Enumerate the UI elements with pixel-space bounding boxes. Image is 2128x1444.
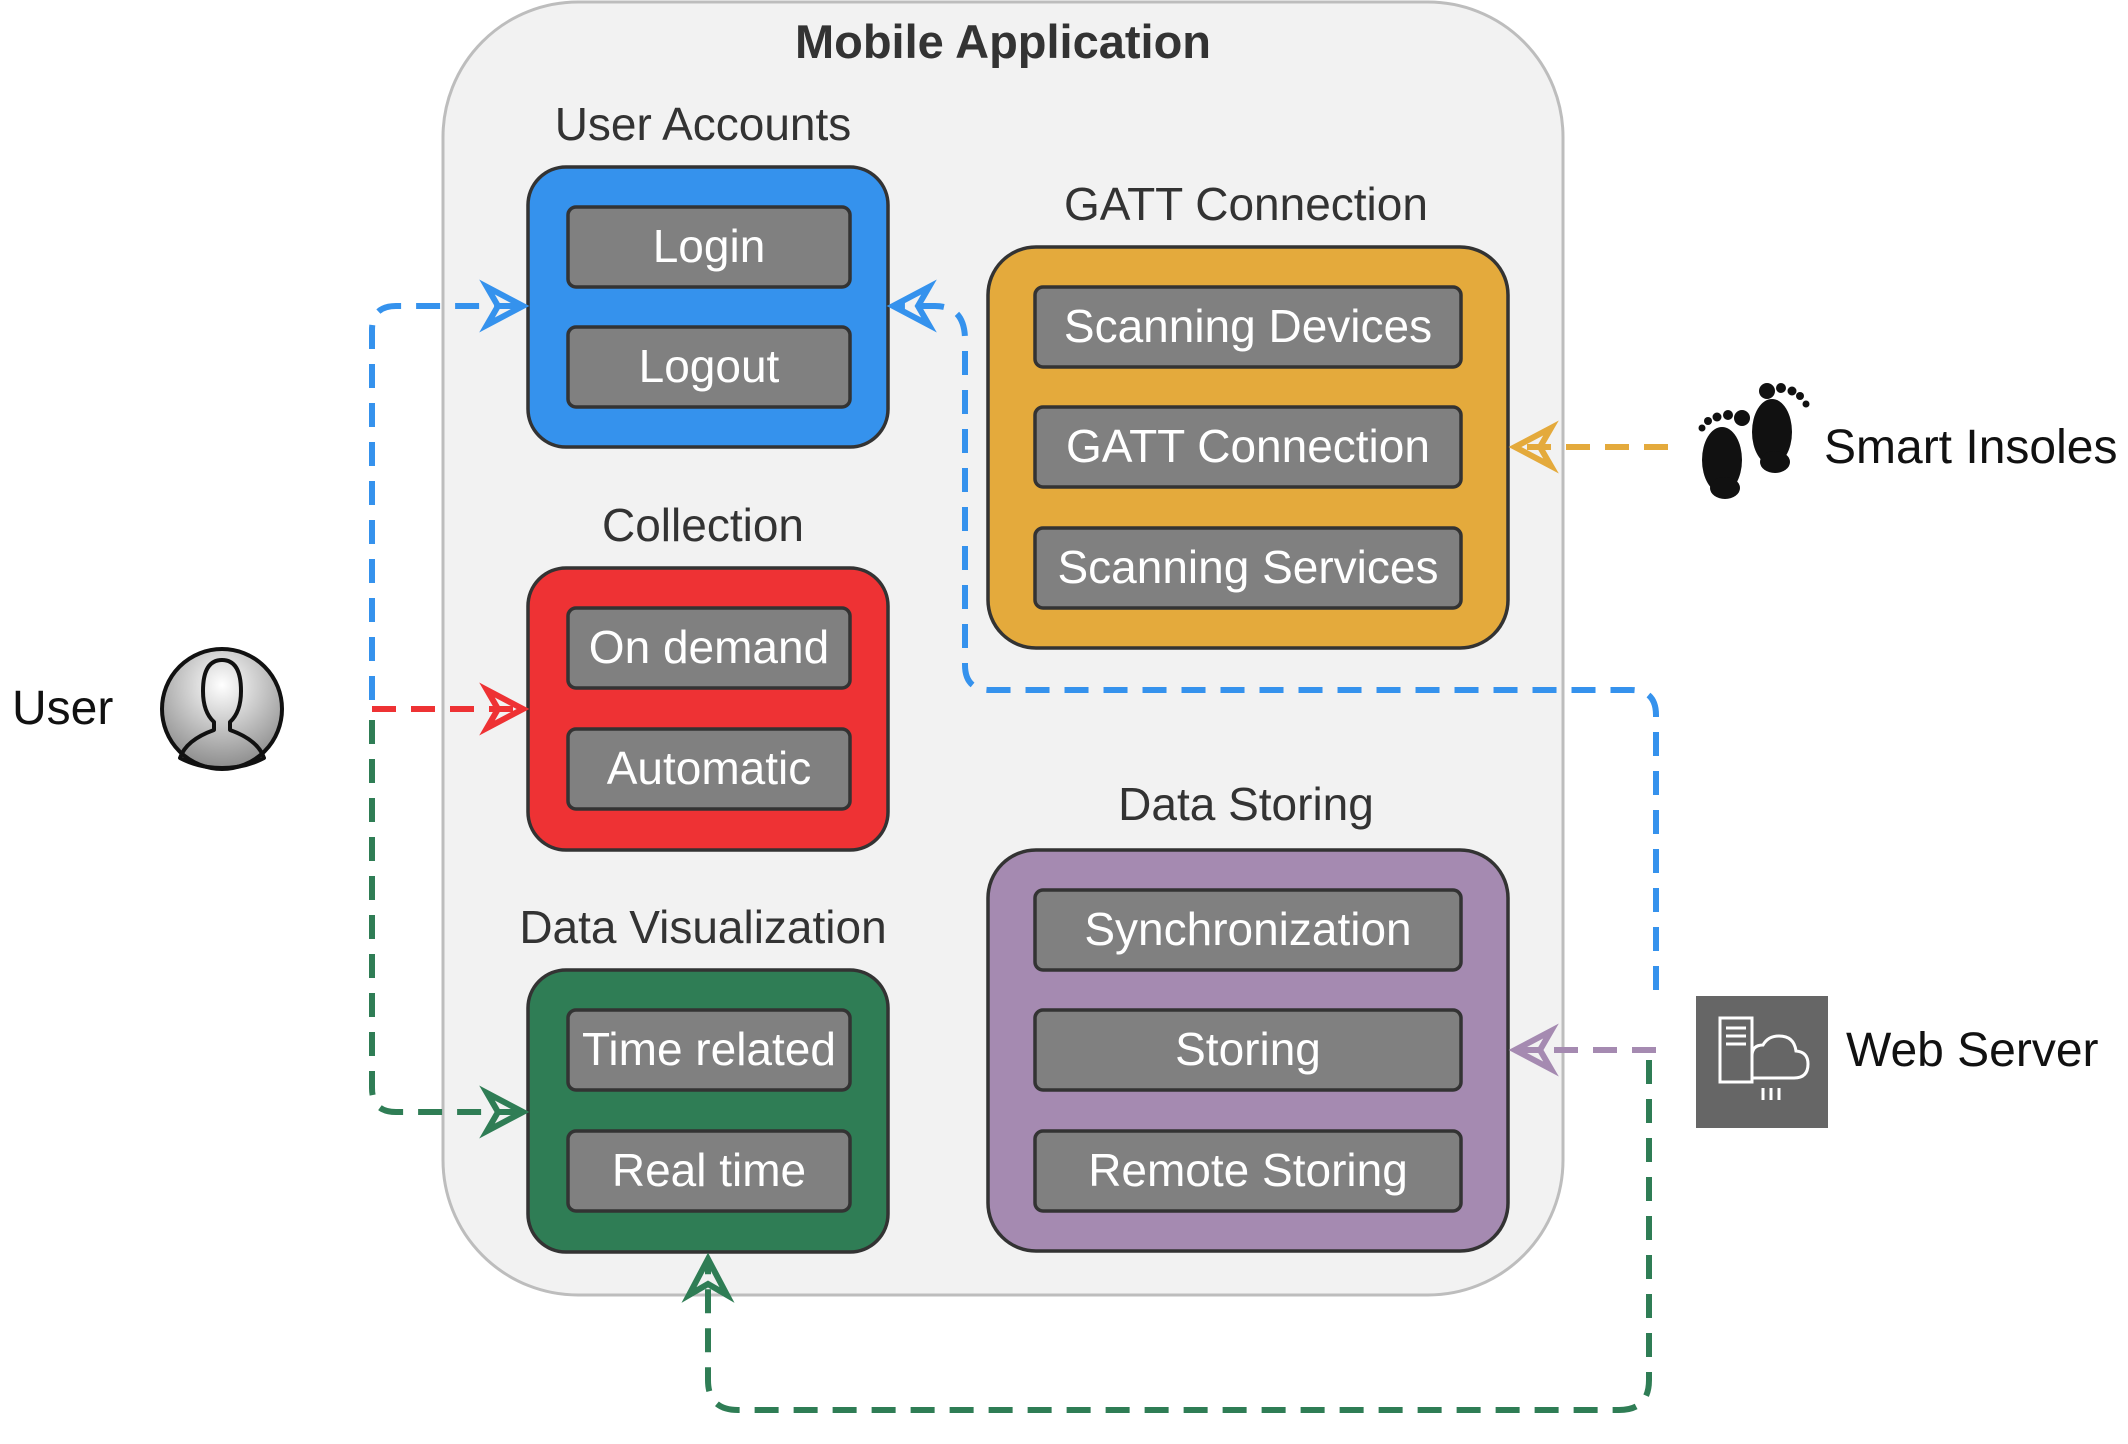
group-collection: Collection On demand Automatic <box>526 499 890 852</box>
svg-text:Scanning Devices: Scanning Devices <box>1064 300 1432 352</box>
svg-text:Automatic: Automatic <box>607 742 812 794</box>
connector-web-server-to-data-visualization <box>705 1060 1652 1413</box>
external-smart-insoles: Smart Insoles <box>1698 383 2117 499</box>
connector-user-to-user-accounts <box>369 303 520 700</box>
svg-text:Synchronization: Synchronization <box>1084 903 1411 955</box>
group-title-data-visualization: Data Visualization <box>519 901 886 953</box>
web-server-label: Web Server <box>1846 1024 2099 1077</box>
user-label: User <box>12 682 113 735</box>
group-title-gatt-connection: GATT Connection <box>1064 178 1428 230</box>
svg-text:GATT Connection: GATT Connection <box>1066 420 1430 472</box>
connector-user-to-data-visualization <box>369 720 520 1115</box>
item-synchronization: Synchronization <box>1033 888 1463 972</box>
group-data-visualization: Data Visualization Time related Real tim… <box>519 901 890 1254</box>
arrow-head-data-visualization-bottom <box>681 1252 735 1303</box>
svg-text:Time related: Time related <box>582 1023 836 1075</box>
external-web-server: Web Server <box>1696 996 2099 1128</box>
footprints-icon <box>1698 383 1810 499</box>
svg-text:Remote Storing: Remote Storing <box>1088 1144 1408 1196</box>
item-real-time: Real time <box>566 1129 852 1213</box>
item-time-related: Time related <box>566 1008 852 1092</box>
connector-web-server-to-user-accounts <box>896 303 1659 990</box>
external-user: User <box>12 647 284 771</box>
item-gatt-connection: GATT Connection <box>1033 405 1463 489</box>
svg-text:Logout: Logout <box>639 340 780 392</box>
item-login: Login <box>566 205 852 289</box>
user-avatar-icon <box>160 647 284 771</box>
svg-text:Storing: Storing <box>1175 1023 1321 1075</box>
item-remote-storing: Remote Storing <box>1033 1129 1463 1213</box>
svg-text:Real time: Real time <box>612 1144 806 1196</box>
svg-text:Scanning Services: Scanning Services <box>1058 541 1439 593</box>
item-scanning-devices: Scanning Devices <box>1033 285 1463 369</box>
group-gatt-connection: GATT Connection Scanning Devices GATT Co… <box>986 178 1510 650</box>
item-on-demand: On demand <box>566 606 852 690</box>
arrow-head-user-accounts <box>479 279 530 333</box>
cloud-server-icon <box>1696 996 1828 1128</box>
svg-text:On demand: On demand <box>589 621 829 673</box>
item-automatic: Automatic <box>566 727 852 811</box>
item-scanning-services: Scanning Services <box>1033 526 1463 610</box>
arrow-head-collection <box>479 682 530 736</box>
arrow-head-data-storing <box>1508 1023 1559 1077</box>
smart-insoles-label: Smart Insoles <box>1824 421 2117 474</box>
arrow-head-gatt <box>1508 420 1559 474</box>
group-user-accounts: User Accounts Login Logout <box>526 98 890 449</box>
arrow-head-user-accounts-right <box>886 279 937 333</box>
item-logout: Logout <box>566 325 852 409</box>
group-title-collection: Collection <box>602 499 804 551</box>
app-title: Mobile Application <box>795 15 1211 68</box>
group-data-storing: Data Storing Synchronization Storing Rem… <box>986 778 1510 1253</box>
item-storing: Storing <box>1033 1008 1463 1092</box>
svg-text:Login: Login <box>653 220 766 272</box>
arrow-head-data-visualization-left <box>479 1085 530 1139</box>
group-title-user-accounts: User Accounts <box>555 98 852 150</box>
group-title-data-storing: Data Storing <box>1118 778 1374 830</box>
